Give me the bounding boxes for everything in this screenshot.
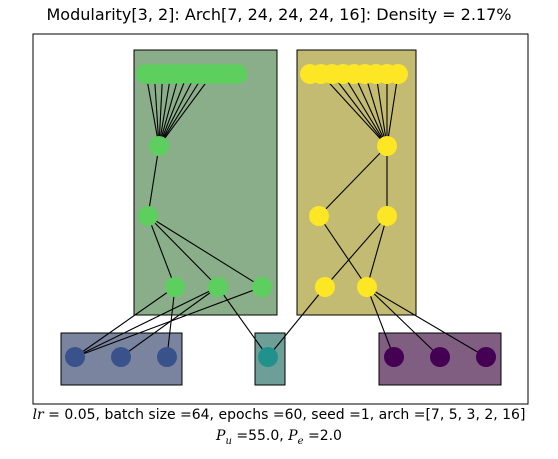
node-i4 (384, 347, 404, 367)
node-gL (138, 206, 158, 226)
edge-yT6-yM (375, 73, 388, 147)
node-i0 (65, 347, 85, 367)
edge-gL-gB2 (147, 215, 263, 288)
node-i1 (111, 347, 131, 367)
node-yB0 (315, 277, 335, 297)
edge-yB1-i5 (366, 286, 441, 358)
node-gB1 (208, 277, 228, 297)
lr-symbol: lr (32, 407, 44, 423)
edge-gL-gB0 (147, 215, 176, 288)
edge-gB0-i2 (166, 286, 176, 358)
node-i5 (430, 347, 450, 367)
figure-title: Modularity[3, 2]: Arch[7, 24, 24, 24, 16… (46, 5, 512, 24)
edge-gL-gB1 (147, 215, 219, 288)
node-yT8 (388, 64, 408, 84)
node-gM (149, 136, 169, 156)
module-box-left (133, 49, 278, 316)
edge-gT4-gM (158, 73, 180, 147)
edge-gB1-i1 (120, 286, 219, 358)
edge-yT3-yM (342, 73, 388, 147)
edge-gT7-gM (158, 73, 205, 147)
module-box-right (296, 49, 417, 316)
edge-yT8-yM (386, 73, 399, 147)
node-gB2 (252, 277, 272, 297)
edge-yT2-yM (331, 73, 388, 147)
plot-frame (32, 33, 529, 405)
edge-yM-yL0 (318, 145, 388, 217)
pe-sub: e (297, 435, 304, 447)
node-i3 (258, 347, 278, 367)
pu-sub: u (225, 435, 232, 447)
pu-symbol: P (216, 428, 226, 444)
edge-gT3-gM (158, 73, 172, 147)
pe-symbol: P (288, 428, 298, 444)
node-yB1 (357, 277, 377, 297)
edge-gT8-gM (158, 73, 213, 147)
edge-gT2-gM (158, 73, 164, 147)
node-i2 (157, 347, 177, 367)
node-gB0 (165, 277, 185, 297)
lr-rest: = 0.05, batch size =64, epochs =60, seed… (43, 407, 526, 423)
caption-line-1: lr = 0.05, batch size =64, epochs =60, s… (0, 407, 558, 423)
edges (74, 73, 487, 358)
edge-gB1-i3 (217, 286, 269, 358)
node-gT11 (227, 64, 248, 84)
edge-yT1-yM (320, 73, 388, 147)
edge-gM-gL (147, 145, 160, 217)
edge-gB2-i0 (74, 286, 263, 358)
node-yL0 (309, 206, 329, 226)
edge-yT5-yM (364, 73, 388, 147)
node-yL1 (377, 206, 397, 226)
edge-yB0-i3 (267, 286, 326, 358)
edge-gT6-gM (158, 73, 197, 147)
pe-value: =2.0 (303, 428, 342, 444)
edge-gB0-i0 (74, 286, 176, 358)
pu-value: =55.0, (231, 428, 289, 444)
edge-gT1-gM (153, 73, 160, 147)
caption-line-2: Pu =55.0, Pe =2.0 (0, 428, 558, 447)
edge-gT0-gM (145, 73, 160, 147)
edge-yB1-i6 (366, 286, 487, 358)
edge-gB1-i0 (74, 286, 219, 358)
edge-yB1-i4 (366, 286, 395, 358)
edge-yL1-yB0 (324, 215, 388, 288)
edge-yL0-yB1 (318, 215, 368, 288)
node-yM (377, 136, 397, 156)
edge-yL1-yB1 (366, 215, 388, 288)
edge-gT5-gM (158, 73, 189, 147)
edge-yT4-yM (353, 73, 388, 147)
node-i6 (476, 347, 496, 367)
nodes (65, 64, 496, 367)
